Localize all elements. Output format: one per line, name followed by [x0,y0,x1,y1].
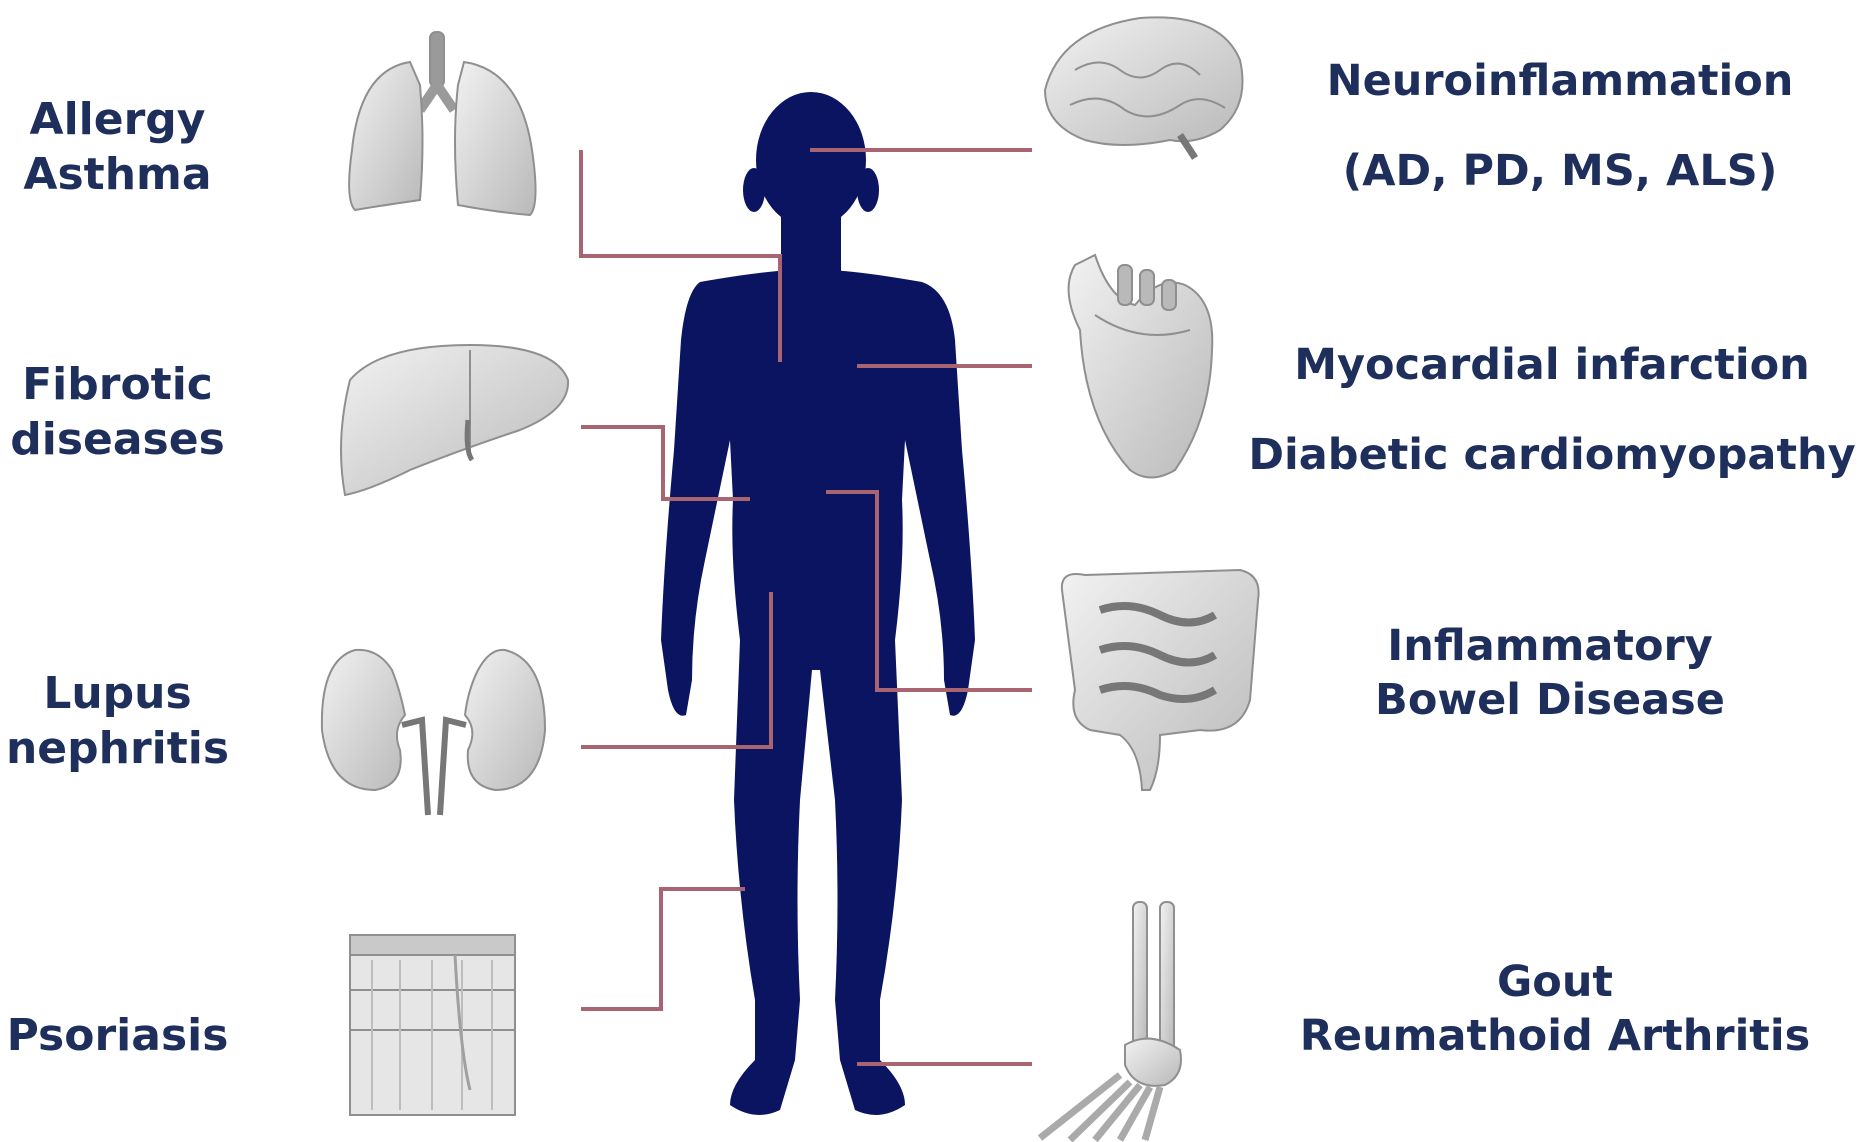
label-gout: Gout [1235,956,1872,1010]
label-diabetic-cardiomyopathy: Diabetic cardiomyopathy [1232,410,1872,500]
label-neuroinflammation: Neuroinflammation [1240,36,1872,126]
label-fibrotic: Fibrotic [0,357,235,412]
liver-icon [341,345,568,495]
label-neuro-subtypes: (AD, PD, MS, ALS) [1240,126,1872,216]
label-fibrotic-diseases: Fibrotic diseases [0,357,235,467]
foot-bones-icon [1040,902,1181,1140]
label-lupus: Lupus [0,666,235,721]
connector-psoriasis [581,889,745,1009]
label-allergy: Allergy [0,92,235,147]
label-lupus-nephritis: Lupus nephritis [0,666,235,776]
label-ibd-group: Inflammatory Bowel Disease [1230,620,1870,728]
human-body-silhouette [661,92,975,1115]
lungs-icon [349,32,535,215]
skin-icon [350,935,515,1115]
label-bowel-disease: Bowel Disease [1230,674,1870,728]
label-neuroinflammation-group: Neuroinflammation (AD, PD, MS, ALS) [1240,36,1872,216]
label-inflammatory: Inflammatory [1230,620,1870,674]
brain-icon [1045,17,1243,158]
label-reumathoid-arthritis: Reumathoid Arthritis [1235,1010,1872,1064]
label-psoriasis: Psoriasis [0,1008,235,1063]
label-gout-group: Gout Reumathoid Arthritis [1235,956,1872,1064]
label-nephritis: nephritis [0,721,235,776]
label-psoriasis-text: Psoriasis [0,1008,235,1063]
label-asthma: Asthma [0,147,235,202]
label-cardio-group: Myocardial infarction Diabetic cardiomyo… [1232,320,1872,500]
label-myocardial-infarction: Myocardial infarction [1232,320,1872,410]
kidneys-icon [322,650,545,815]
heart-icon [1069,255,1213,478]
label-allergy-asthma: Allergy Asthma [0,92,235,202]
label-diseases: diseases [0,412,235,467]
